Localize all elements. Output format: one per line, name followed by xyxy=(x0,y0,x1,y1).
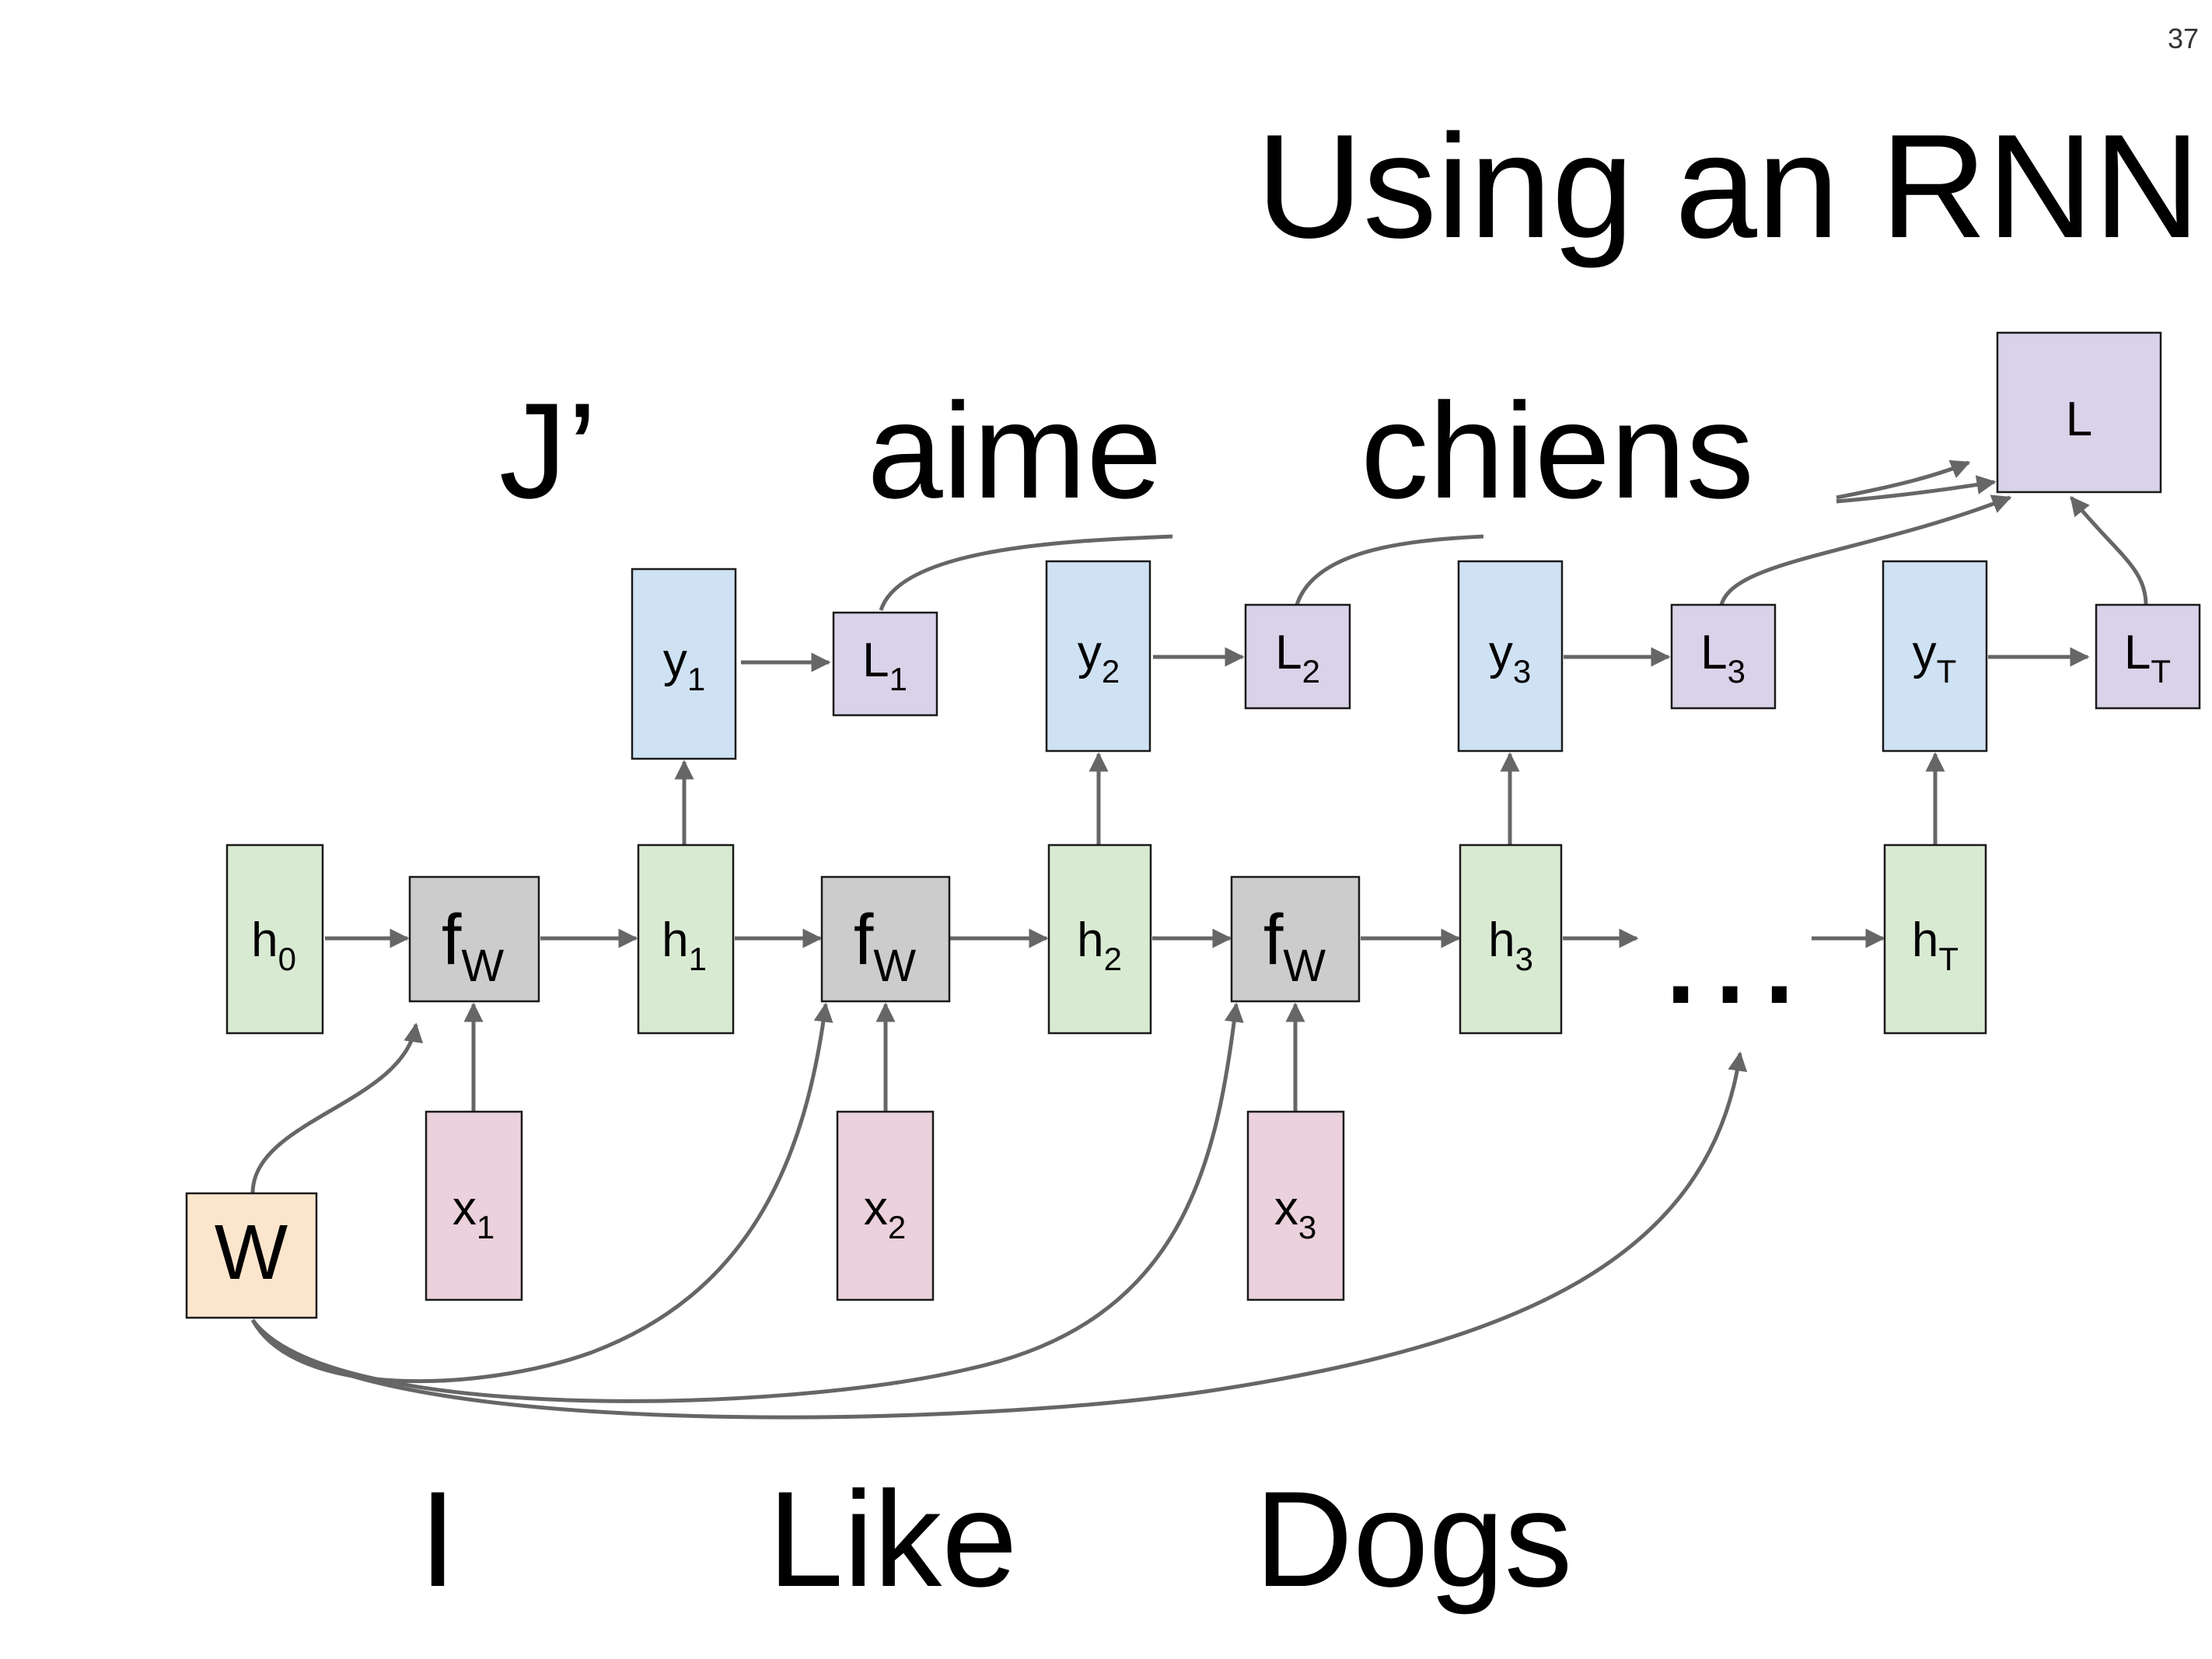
yT-box xyxy=(1882,560,1988,753)
arrow-W-ellipsis xyxy=(250,1051,1748,1420)
y3-label: y3 xyxy=(1489,626,1531,690)
h0-box xyxy=(225,843,324,1035)
arrow-LT-L xyxy=(2070,496,2148,606)
page-number: 37 xyxy=(2168,23,2199,54)
x1-label: x1 xyxy=(453,1182,494,1245)
connectors xyxy=(250,459,2148,1420)
h2-box xyxy=(1047,843,1152,1035)
input-word-1: I xyxy=(419,1464,457,1615)
W-box xyxy=(185,1192,318,1319)
f3-box xyxy=(1230,875,1361,1003)
y2-box xyxy=(1045,560,1151,753)
y2-label: y2 xyxy=(1078,626,1120,690)
x2-label: x2 xyxy=(864,1182,906,1245)
y1-box xyxy=(631,568,737,760)
arrow-W-f3 xyxy=(250,1002,1244,1403)
L2-label: L2 xyxy=(1275,626,1320,690)
f3-label: fW xyxy=(1263,900,1326,991)
W-label: W xyxy=(215,1209,288,1296)
x3-box xyxy=(1246,1110,1345,1301)
f1-box xyxy=(408,875,540,1003)
arrow-L2-L-continued xyxy=(1836,475,1997,504)
arrow-L3-L xyxy=(1719,494,2012,606)
output-word-3: chiens xyxy=(1361,375,1754,527)
h2-label: h2 xyxy=(1077,913,1122,977)
y3-box xyxy=(1457,560,1564,753)
h1-box xyxy=(637,843,735,1035)
arrow-L1-L xyxy=(879,534,1173,611)
arrow-W-f1 xyxy=(250,1022,424,1194)
L-total-box xyxy=(1996,331,2162,494)
h3-box xyxy=(1459,843,1563,1035)
arrow-W-f2 xyxy=(250,1002,833,1384)
h1-label: h1 xyxy=(662,913,707,977)
node-boxes xyxy=(185,331,2201,1319)
L-total-label: L xyxy=(2066,393,2092,446)
hT-label: hT xyxy=(1912,913,1959,977)
L2-box xyxy=(1244,603,1351,710)
L1-label: L1 xyxy=(862,634,907,697)
input-word-2: Like xyxy=(767,1464,1017,1615)
L3-label: L3 xyxy=(1700,626,1745,690)
h3-label: h3 xyxy=(1488,913,1533,977)
slide-title: Using an RNN xyxy=(1256,104,2200,269)
x1-box xyxy=(425,1110,523,1301)
yT-label: yT xyxy=(1913,626,1957,690)
output-word-2: aime xyxy=(867,375,1162,527)
ellipsis: … xyxy=(1652,863,1808,1036)
LT-box xyxy=(2095,603,2201,710)
L1-box xyxy=(832,611,938,717)
f2-label: fW xyxy=(854,900,917,991)
L3-box xyxy=(1670,603,1777,710)
arrow-L1-L-continued xyxy=(1836,459,1971,500)
f2-box xyxy=(820,875,951,1003)
h0-label: h0 xyxy=(251,913,296,977)
input-word-3: Dogs xyxy=(1255,1464,1573,1615)
x2-box xyxy=(836,1110,935,1301)
y1-label: y1 xyxy=(663,634,705,697)
hT-box xyxy=(1883,843,1987,1035)
arrow-L2-L xyxy=(1295,534,1484,606)
LT-label: LT xyxy=(2124,626,2171,690)
output-word-1: J’ xyxy=(499,375,597,527)
x3-label: x3 xyxy=(1274,1182,1316,1245)
f1-label: fW xyxy=(442,900,505,991)
node-labels: h0 h1 h2 h3 hT fW fW fW x1 x2 x3 y1 y2 y… xyxy=(215,393,2171,1296)
